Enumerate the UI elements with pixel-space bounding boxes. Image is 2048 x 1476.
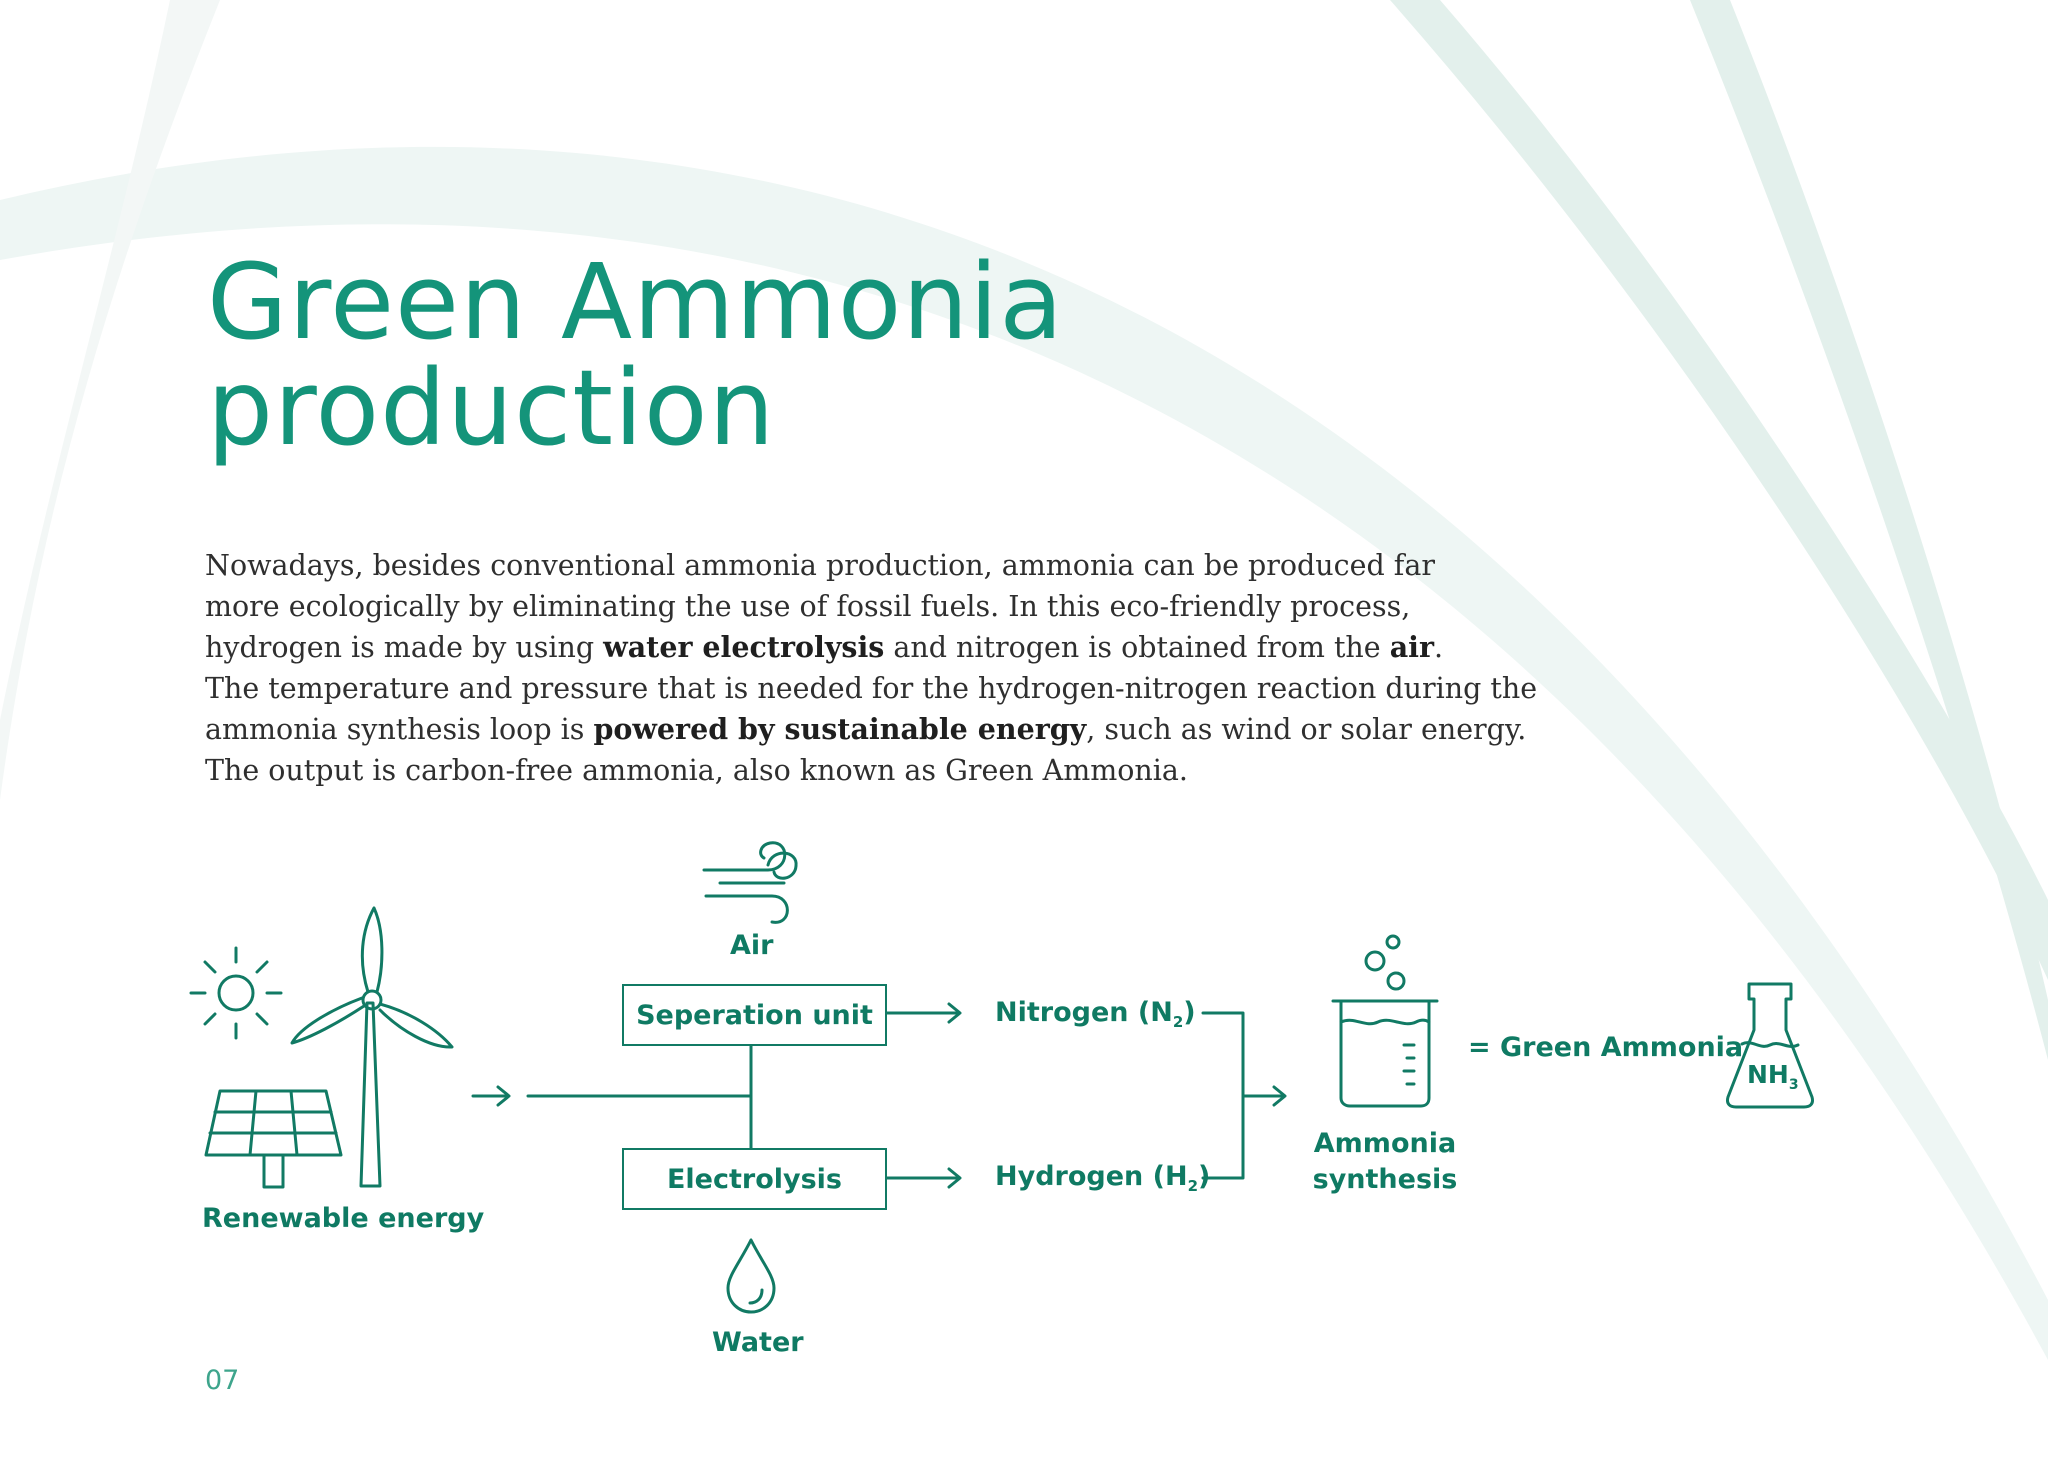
highlight-water-electrolysis: water electrolysis <box>603 630 885 664</box>
water-label: Water <box>712 1327 804 1358</box>
solar-panel-icon <box>204 1089 343 1189</box>
hydrogen-label: Hydrogen (H2) <box>995 1161 1211 1195</box>
water-drop-icon <box>726 1238 776 1314</box>
paragraph-line: hydrogen is made by using water electrol… <box>205 630 1444 664</box>
title-line-2: production <box>207 347 776 469</box>
flask-formula: NH3 <box>1747 1060 1799 1093</box>
ammonia-synthesis-label: Ammonia synthesis <box>1312 1128 1458 1195</box>
renewable-energy-label: Renewable energy <box>202 1203 485 1234</box>
flask-icon <box>1726 982 1814 1109</box>
paragraph-line: more ecologically by eliminating the use… <box>205 590 1411 623</box>
electrolysis-box: Electrolysis <box>622 1148 887 1210</box>
paragraph-line: The temperature and pressure that is nee… <box>205 672 1538 705</box>
air-label: Air <box>730 930 774 961</box>
connector-lines <box>471 1002 1287 1189</box>
beaker-icon <box>1331 934 1439 1108</box>
paragraph-line: Nowadays, besides conventional ammonia p… <box>205 549 1435 582</box>
paragraph-line: ammonia synthesis loop is powered by sus… <box>205 712 1527 746</box>
green-ammonia-result-label: = Green Ammonia <box>1468 1032 1744 1063</box>
separation-unit-box: Seperation unit <box>622 984 887 1046</box>
page-title: Green Ammonia production <box>207 250 1607 460</box>
wind-turbine-icon <box>290 906 454 1188</box>
intro-paragraph: Nowadays, besides conventional ammonia p… <box>205 545 1538 791</box>
highlight-air: air <box>1389 630 1435 664</box>
wind-icon <box>702 841 798 924</box>
highlight-sustainable-energy: powered by sustainable energy <box>593 712 1087 746</box>
paragraph-line: The output is carbon-free ammonia, also … <box>205 754 1188 787</box>
nitrogen-label: Nitrogen (N2) <box>995 997 1196 1031</box>
sun-icon <box>189 946 283 1040</box>
title-line-1: Green Ammonia <box>207 241 1064 363</box>
page-number: 07 <box>205 1365 240 1396</box>
